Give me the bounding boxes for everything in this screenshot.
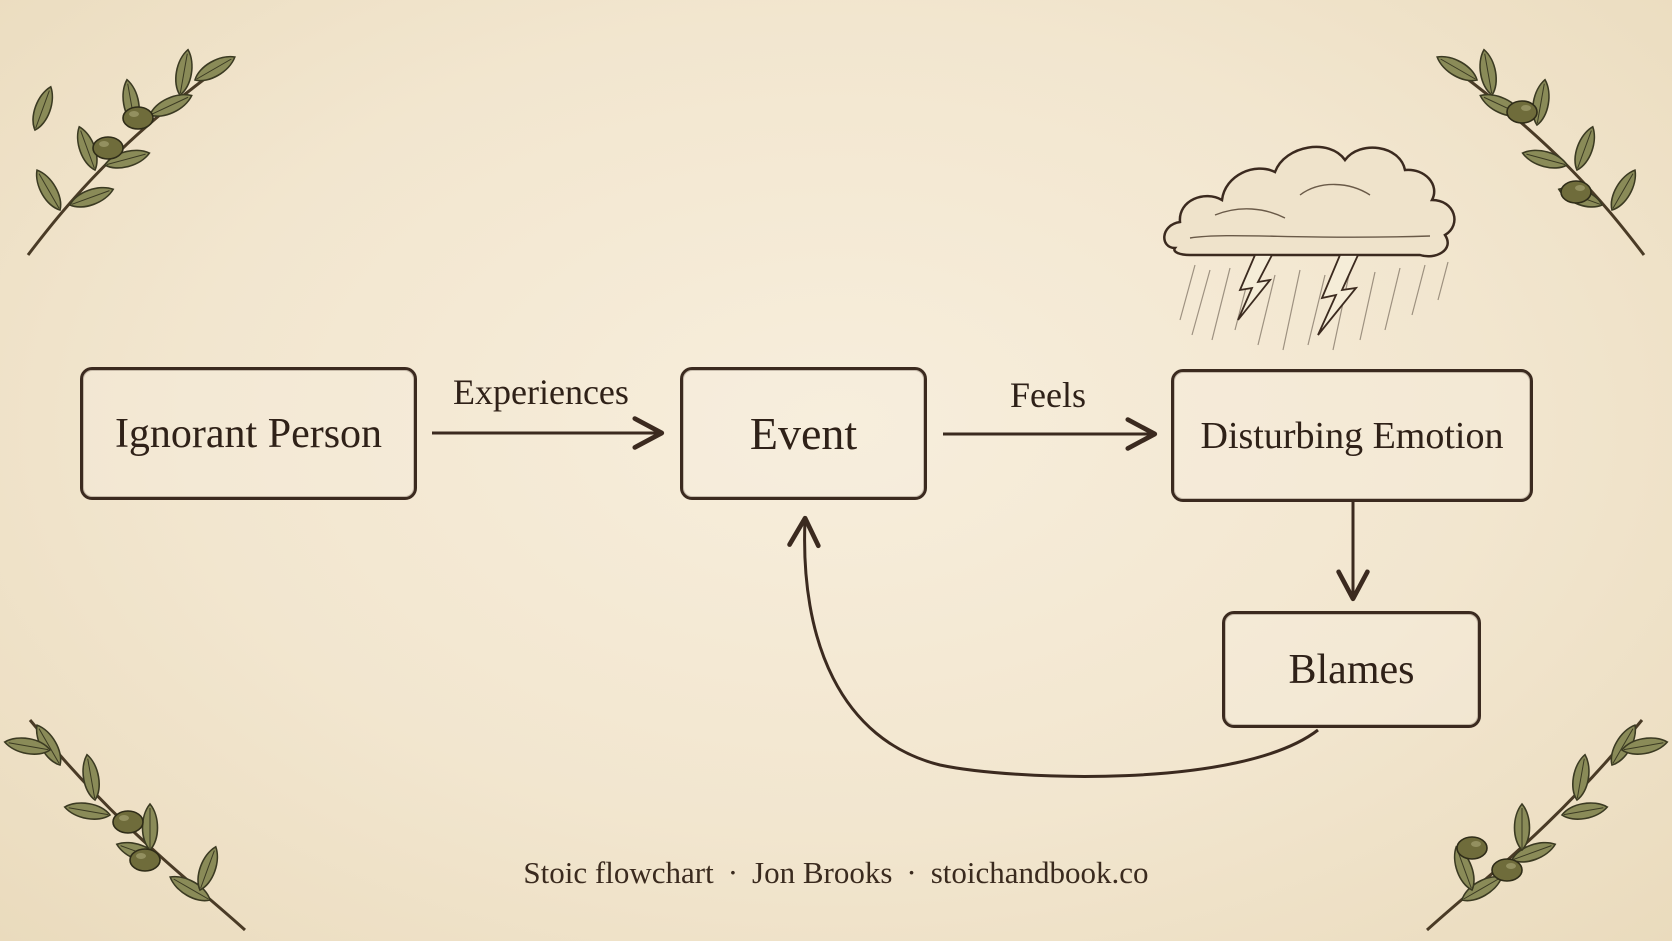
footer-separator: · [727,855,739,890]
edge-label-feels: Feels [1010,375,1086,415]
node-label: Event [749,408,858,459]
node-blames: Blames [1222,611,1481,728]
node-label: Ignorant Person [114,410,383,457]
olive-branch-icon [1432,47,1646,256]
footer-title: Stoic flowchart [523,855,714,890]
olive-branch-icon [26,47,240,256]
node-ignorant-person: Ignorant Person [80,367,417,500]
node-event: Event [680,367,927,500]
footer-author: Jon Brooks [752,855,893,890]
olive-branch-icon [2,719,247,932]
node-disturbing-emotion: Disturbing Emotion [1171,369,1533,502]
olive-branch-icon [1425,719,1670,932]
node-label: Blames [1288,646,1415,693]
footer-credit: Stoic flowchart · Jon Brooks · stoichandbook… [0,855,1672,891]
edge-label-experiences: Experiences [453,372,629,412]
footer-separator: · [906,855,917,890]
edge-blames-to-event-arrow [787,515,1319,778]
node-label: Disturbing Emotion [1200,414,1504,457]
footer-website: stoichandbook.co [930,855,1149,890]
storm-cloud-icon [1163,145,1456,351]
